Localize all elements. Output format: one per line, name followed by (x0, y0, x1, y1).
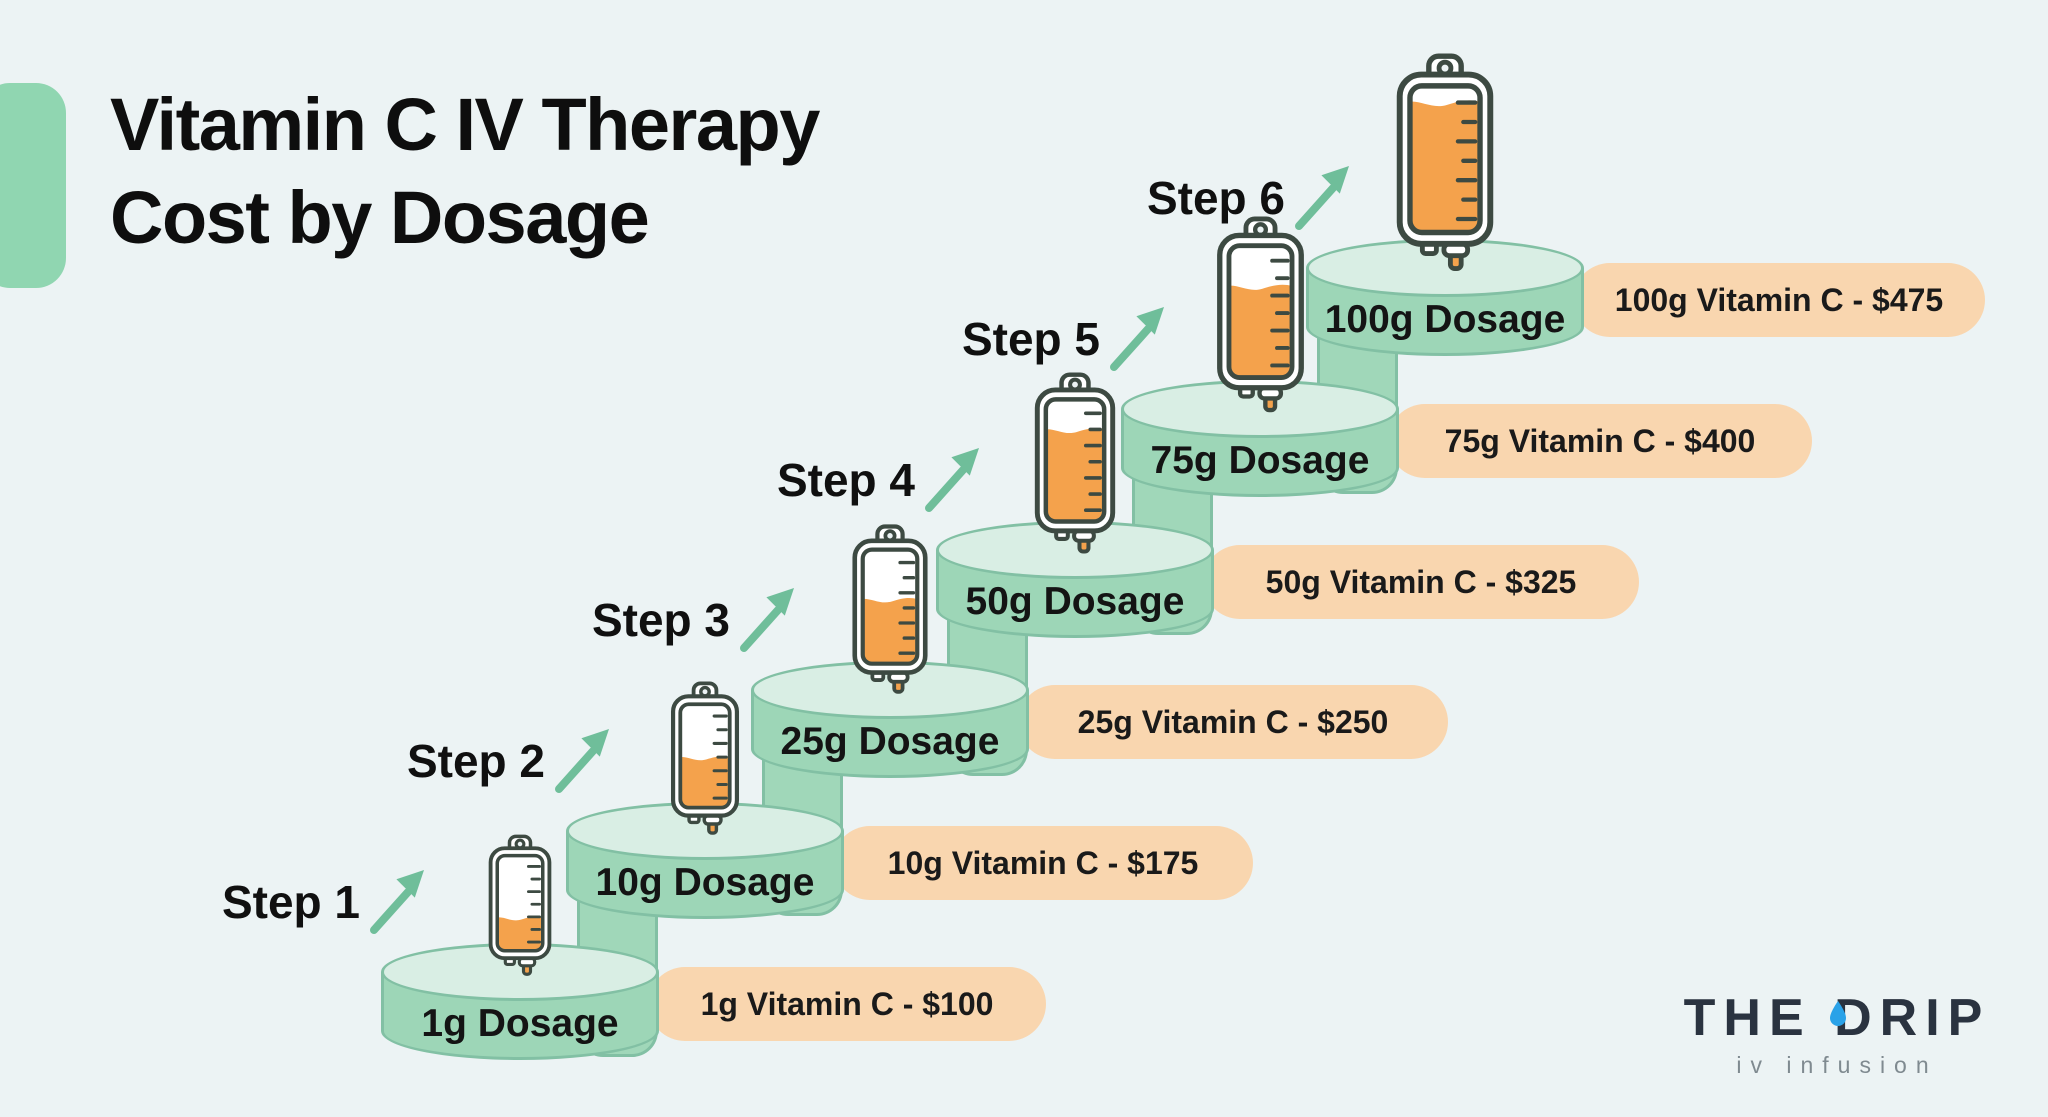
title-line1: Vitamin C IV Therapy (110, 83, 820, 166)
brand-tagline: iv infusion (1736, 1052, 1938, 1078)
dosage-cylinder: 100g Dosage (1306, 239, 1584, 385)
dosage-label: 50g Dosage (965, 580, 1185, 623)
iv-bag-icon (485, 834, 555, 978)
price-label: 50g Vitamin C - $325 (1265, 563, 1577, 600)
price-pill: 100g Vitamin C - $475 (1573, 263, 1985, 337)
step-label: Step 3 (591, 594, 730, 646)
dosage-label: 25g Dosage (780, 720, 1000, 763)
step-label: Step 2 (406, 735, 545, 787)
price-label: 100g Vitamin C - $475 (1614, 281, 1944, 318)
water-drop-icon (1830, 1001, 1846, 1026)
step-label: Step 1 (221, 876, 360, 928)
step-label: Step 6 (1146, 172, 1285, 224)
up-arrow-icon (925, 448, 979, 512)
title-accent-bar (0, 83, 66, 288)
dosage-label: 1g Dosage (421, 1002, 619, 1045)
step-label: Step 5 (961, 313, 1100, 365)
iv-bag-icon (667, 681, 743, 837)
iv-bag-icon (848, 524, 932, 696)
dosage-label: 75g Dosage (1150, 439, 1370, 482)
brand-logo: THE DRIP iv infusion (1672, 988, 2002, 1079)
up-arrow-icon (740, 588, 794, 652)
brand-name: THE DRIP (1672, 988, 2002, 1048)
dosage-label: 100g Dosage (1324, 298, 1566, 341)
price-pill: 25g Vitamin C - $250 (1018, 685, 1448, 759)
price-label: 10g Vitamin C - $175 (887, 844, 1199, 881)
price-label: 25g Vitamin C - $250 (1077, 703, 1389, 740)
up-arrow-icon (370, 870, 424, 934)
price-pill: 10g Vitamin C - $175 (833, 826, 1253, 900)
up-arrow-icon (1295, 166, 1349, 230)
up-arrow-icon (555, 729, 609, 793)
price-pill: 75g Vitamin C - $400 (1388, 404, 1812, 478)
price-label: 1g Vitamin C - $100 (700, 985, 994, 1022)
iv-bag-icon (1030, 372, 1120, 556)
price-label: 75g Vitamin C - $400 (1444, 422, 1756, 459)
iv-bag-icon (1391, 53, 1499, 274)
up-arrow-icon (1110, 307, 1164, 371)
dosage-label: 10g Dosage (595, 861, 815, 904)
price-pill: 50g Vitamin C - $325 (1203, 545, 1639, 619)
price-pill: 1g Vitamin C - $100 (648, 967, 1046, 1041)
title-line2: Cost by Dosage (110, 176, 650, 259)
iv-bag-icon (1212, 216, 1309, 415)
step-label: Step 4 (776, 454, 915, 506)
